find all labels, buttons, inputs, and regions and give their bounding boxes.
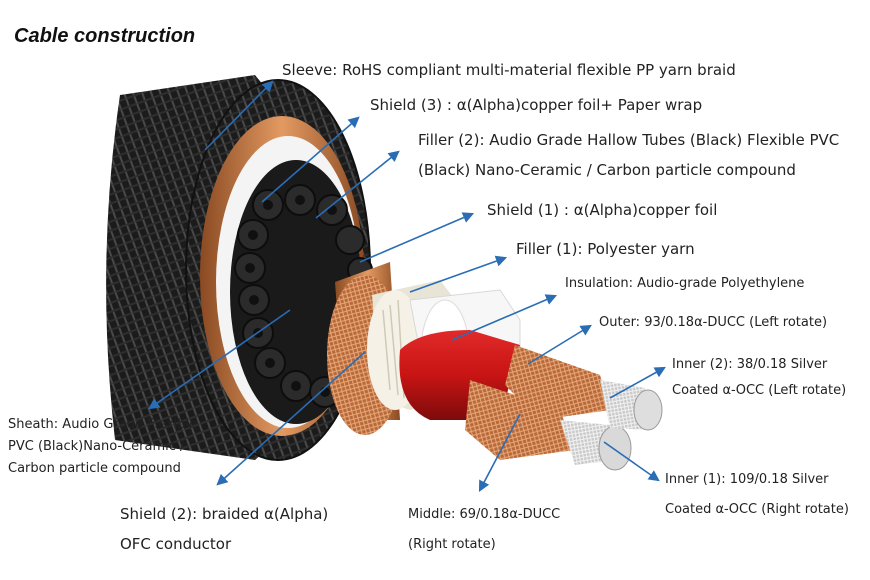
- label-sheath-line3: Carbon particle compound: [8, 461, 181, 476]
- arrow-filler2: [315, 150, 400, 219]
- arrow-shield3: [261, 116, 360, 203]
- arrow-shield1: [359, 212, 475, 263]
- label-middle-line2: (Right rotate): [408, 537, 496, 552]
- page-title: Cable construction: [14, 25, 196, 47]
- label-insulation: Insulation: Audio-grade Polyethylene: [565, 276, 805, 291]
- outer-conductor-copper: [505, 345, 610, 420]
- label-inner2-line1: Inner (2): 38/0.18 Silver: [672, 357, 828, 372]
- arrow-outer: [527, 324, 592, 365]
- label-filler2-line2: (Black) Nano-Ceramic / Carbon particle c…: [418, 161, 796, 179]
- label-filler2-line1: Filler (2): Audio Grade Hallow Tubes (Bl…: [418, 131, 840, 149]
- label-inner1-line1: Inner (1): 109/0.18 Silver: [665, 472, 829, 487]
- label-outer: Outer: 93/0.18α-DUCC (Left rotate): [599, 315, 828, 330]
- label-shield2-line1: Shield (2): braided α(Alpha): [120, 505, 329, 523]
- label-shield3: Shield (3) : α(Alpha)copper foil+ Paper …: [370, 96, 703, 114]
- arrow-inner1: [603, 441, 660, 482]
- leader-arrows: [148, 80, 666, 492]
- arrow-middle: [478, 413, 521, 492]
- label-inner1-line2: Coated α-OCC (Right rotate): [665, 502, 849, 517]
- middle-conductor-copper: [465, 380, 575, 460]
- label-shield1: Shield (1) : α(Alpha)copper foil: [487, 201, 718, 219]
- label-sheath-line1: Sheath: Audio Grade Flexible: [8, 417, 198, 432]
- label-middle-line1: Middle: 69/0.18α-DUCC: [408, 507, 561, 522]
- label-filler1: Filler (1): Polyester yarn: [516, 240, 695, 258]
- arrow-inner2: [609, 366, 666, 399]
- arrow-sleeve: [204, 80, 274, 151]
- arrow-sheath: [148, 309, 291, 410]
- label-inner2-line2: Coated α-OCC (Left rotate): [672, 383, 847, 398]
- arrow-filler1: [409, 255, 508, 293]
- label-sheath-line2: PVC (Black)Nano-Ceramic /: [8, 439, 185, 454]
- arrow-insulation: [451, 294, 558, 341]
- arrow-shield2: [216, 351, 366, 486]
- label-shield2-line2: OFC conductor: [120, 535, 232, 553]
- label-sleeve: Sleeve: RoHS compliant multi-material fl…: [282, 61, 736, 79]
